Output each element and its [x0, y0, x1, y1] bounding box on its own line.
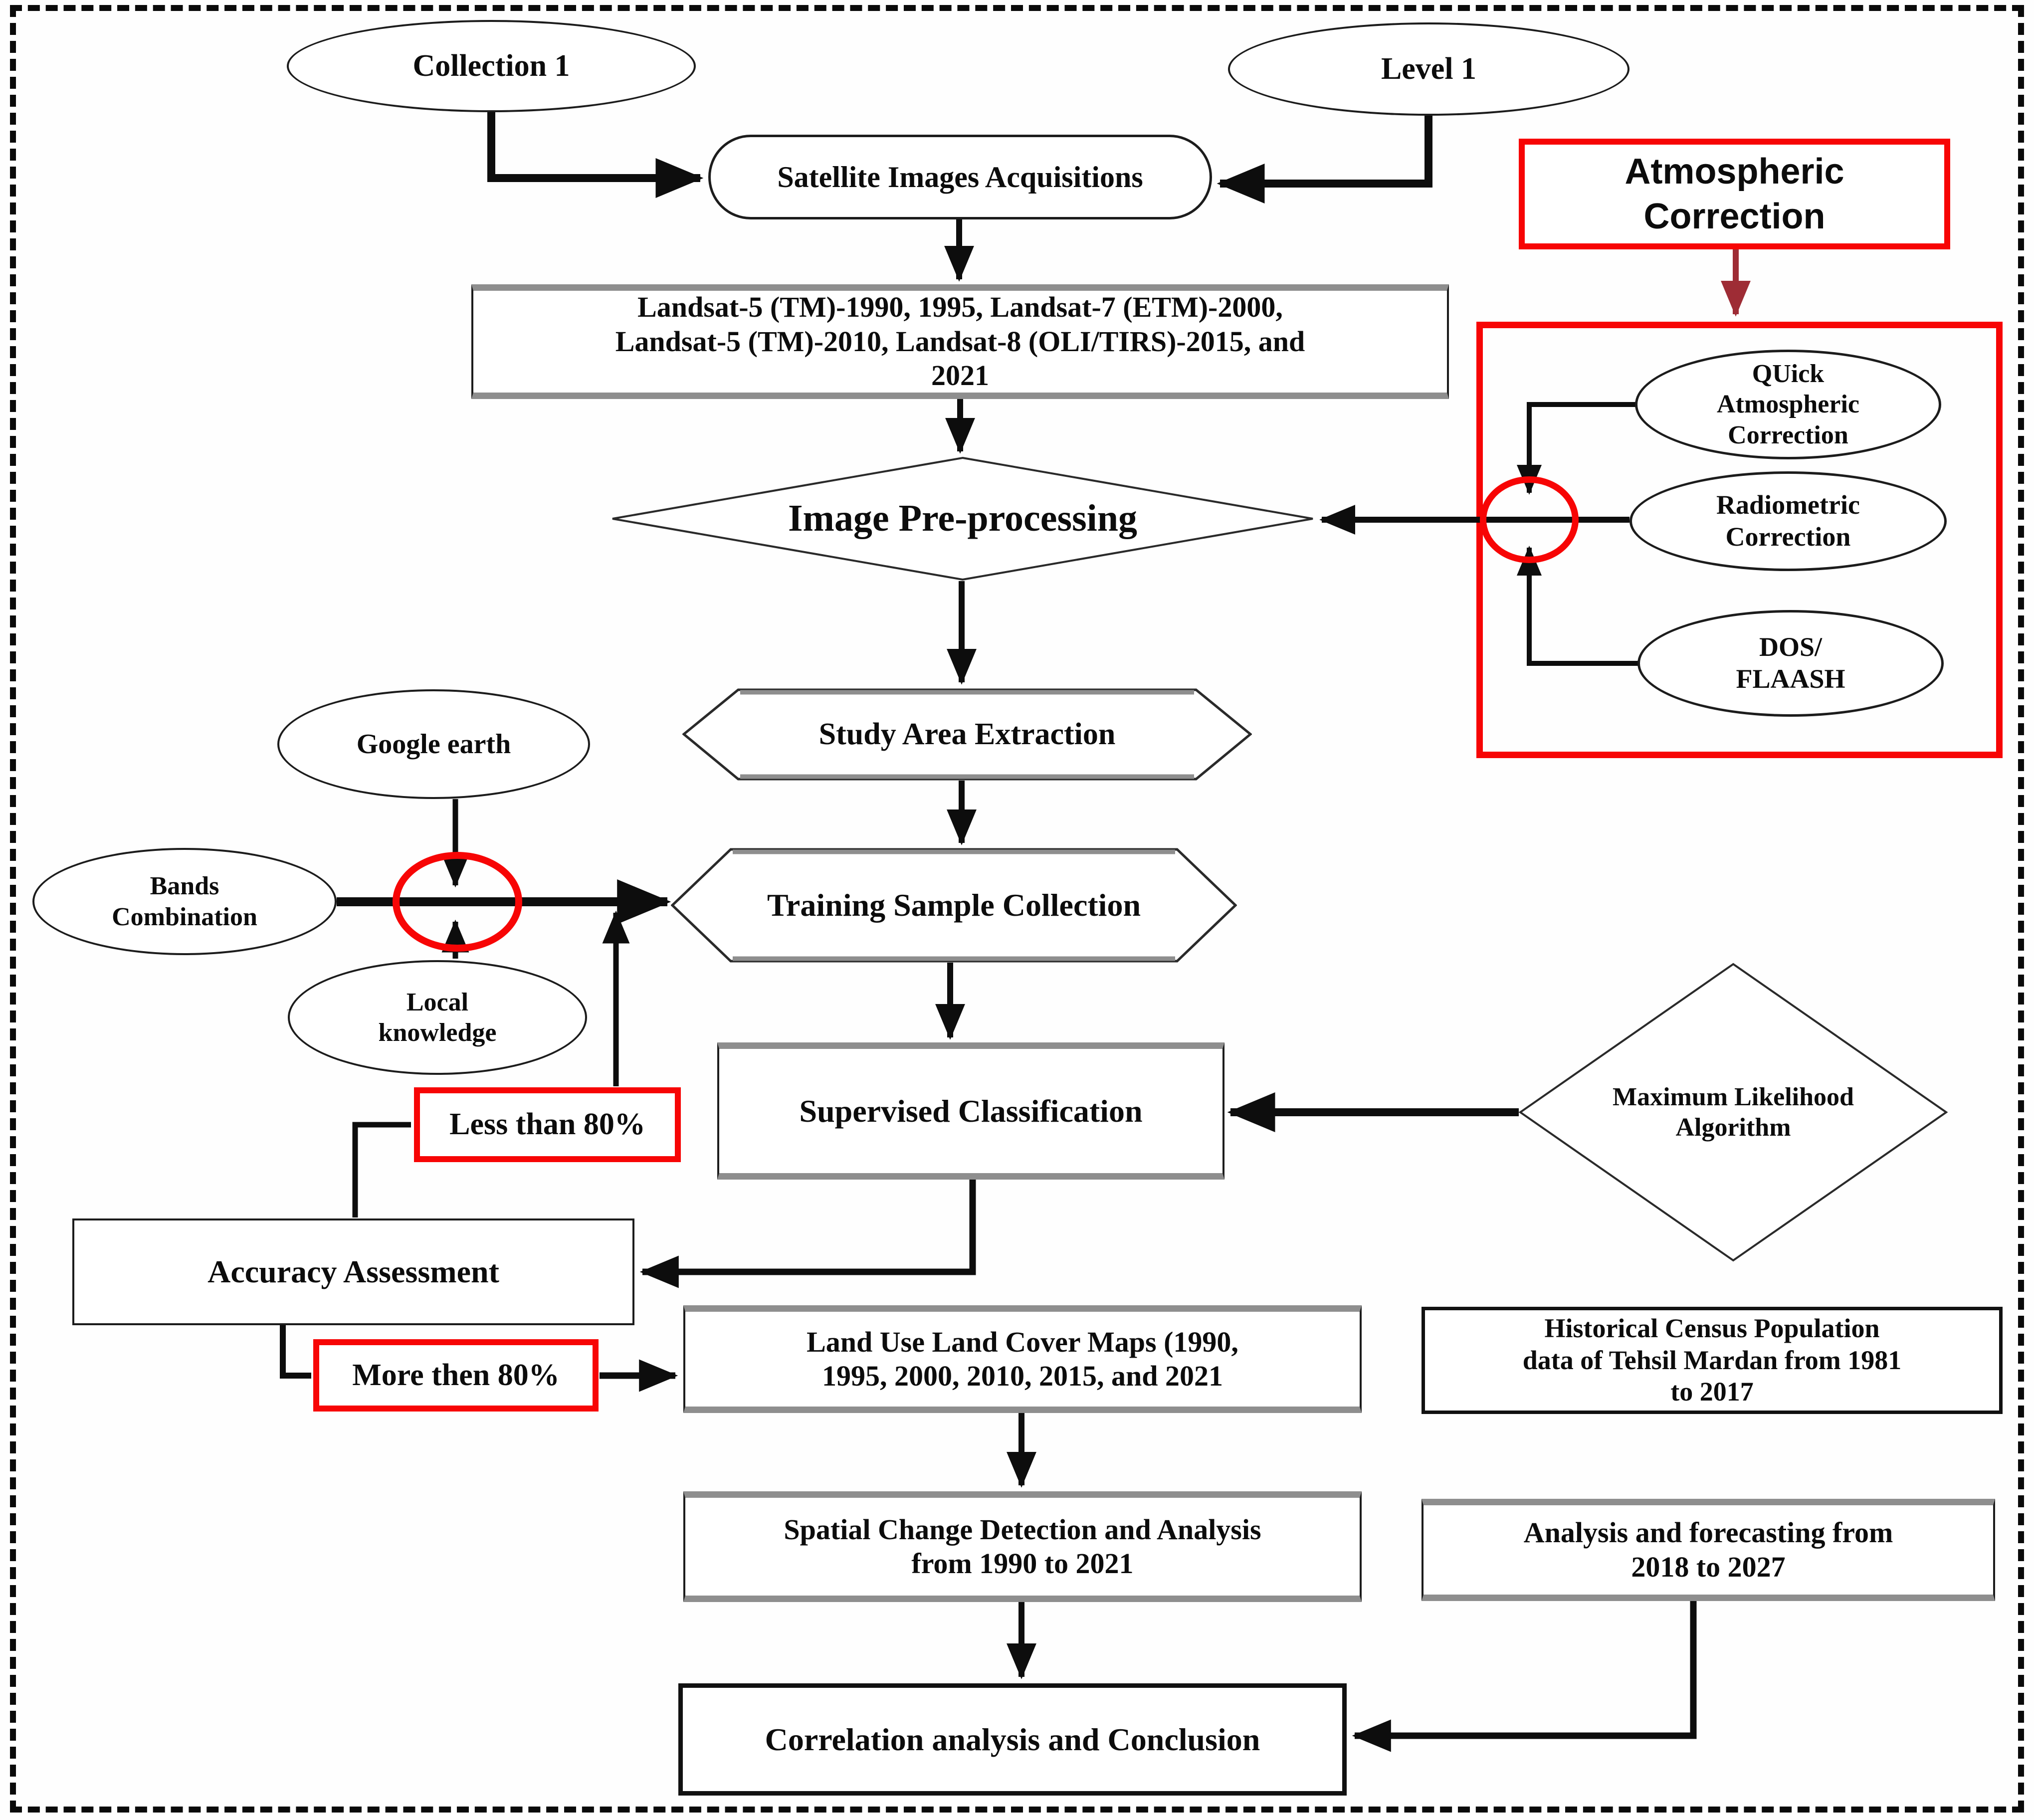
node-bands-combination: Bands Combination [32, 848, 337, 955]
study-area-hexagon-shape [682, 688, 1252, 781]
node-preprocessing-label: Image Pre-processing [788, 497, 1138, 540]
line-accuracy-to-more80 [280, 1325, 311, 1379]
node-dos-flaash: DOS/ FLAASH [1637, 610, 1944, 717]
node-collection-1-label: Collection 1 [412, 48, 570, 83]
node-less-than-80: Less than 80% [414, 1087, 681, 1162]
arrow-supervised-to-accuracy [639, 1180, 976, 1288]
node-less80-label: Less than 80% [449, 1107, 645, 1142]
mla-diamond-shape [1519, 963, 1948, 1262]
node-historical-census: Historical Census Population data of Teh… [1422, 1307, 2003, 1414]
node-forecast-label: Analysis and forecasting from 2018 to 20… [1523, 1516, 1893, 1583]
arrow-quick-to-junction [1517, 402, 1636, 495]
node-bands-label: Bands Combination [112, 872, 257, 931]
node-landuse-label: Land Use Land Cover Maps (1990, 1995, 20… [807, 1325, 1238, 1392]
node-quick-atmospheric-correction: QUick Atmospheric Correction [1635, 350, 1941, 459]
node-mla-label: Maximum Likelihood Algorithm [1613, 1082, 1854, 1142]
node-study-area-extraction: Study Area Extraction [682, 688, 1252, 781]
node-spatial-label: Spatial Change Detection and Analysis fr… [784, 1513, 1261, 1580]
node-google-label: Google earth [356, 728, 511, 760]
node-collection-1: Collection 1 [287, 20, 696, 112]
node-more-then-80: More then 80% [313, 1339, 599, 1412]
node-spatial-change-detection: Spatial Change Detection and Analysis fr… [683, 1491, 1362, 1602]
node-training-label: Training Sample Collection [767, 887, 1141, 923]
node-correlation-conclusion: Correlation analysis and Conclusion [678, 1683, 1347, 1796]
arrow-dos-to-junction [1517, 545, 1638, 666]
arrow-level1-to-satellite [1217, 116, 1432, 203]
junction-ring-training-inputs [393, 852, 522, 952]
node-dos-label: DOS/ FLAASH [1736, 632, 1845, 694]
node-level-1-label: Level 1 [1381, 51, 1477, 86]
node-accuracy-assessment: Accuracy Assessment [72, 1218, 634, 1325]
node-analysis-forecasting: Analysis and forecasting from 2018 to 20… [1422, 1499, 1995, 1601]
node-quick-label: QUick Atmospheric Correction [1717, 359, 1859, 449]
node-satellite-label: Satellite Images Acquisitions [777, 160, 1143, 194]
node-landsat-data: Landsat-5 (TM)-1990, 1995, Landsat-7 (ET… [471, 284, 1449, 399]
node-level-1: Level 1 [1228, 22, 1629, 116]
node-supervised-label: Supervised Classification [799, 1093, 1143, 1129]
node-training-sample-collection: Training Sample Collection [671, 848, 1237, 963]
node-google-earth: Google earth [277, 689, 590, 799]
node-supervised-classification: Supervised Classification [717, 1042, 1224, 1180]
node-local-label: Local knowledge [378, 988, 497, 1047]
node-accuracy-label: Accuracy Assessment [207, 1254, 499, 1290]
junction-ring-atmospheric-methods [1480, 476, 1579, 563]
node-satellite-images-acquisitions: Satellite Images Acquisitions [708, 135, 1212, 219]
atmospheric-methods-group-frame [1476, 322, 2003, 758]
node-radiometric-label: Radiometric Correction [1716, 490, 1860, 552]
node-maximum-likelihood-algorithm: Maximum Likelihood Algorithm [1519, 963, 1948, 1262]
arrow-collection1-to-satellite [487, 112, 704, 198]
training-sample-hexagon-shape [671, 848, 1237, 963]
node-atmospheric-correction: Atmospheric Correction [1519, 139, 1950, 249]
node-radiometric-correction: Radiometric Correction [1629, 471, 1947, 571]
node-atmospheric-label: Atmospheric Correction [1625, 152, 1844, 236]
node-study-label: Study Area Extraction [818, 717, 1116, 751]
node-land-use-land-cover-maps: Land Use Land Cover Maps (1990, 1995, 20… [683, 1305, 1362, 1413]
node-census-label: Historical Census Population data of Teh… [1522, 1313, 1902, 1407]
node-correlation-label: Correlation analysis and Conclusion [765, 1721, 1260, 1757]
line-accuracy-to-less80 [352, 1122, 411, 1217]
image-preprocessing-diamond-shape [612, 456, 1313, 581]
node-landsat-label: Landsat-5 (TM)-1990, 1995, Landsat-7 (ET… [615, 291, 1305, 392]
node-more80-label: More then 80% [352, 1358, 560, 1392]
node-image-preprocessing: Image Pre-processing [611, 456, 1314, 581]
arrow-forecast-to-correlation [1352, 1601, 1697, 1752]
node-local-knowledge: Local knowledge [288, 960, 587, 1075]
